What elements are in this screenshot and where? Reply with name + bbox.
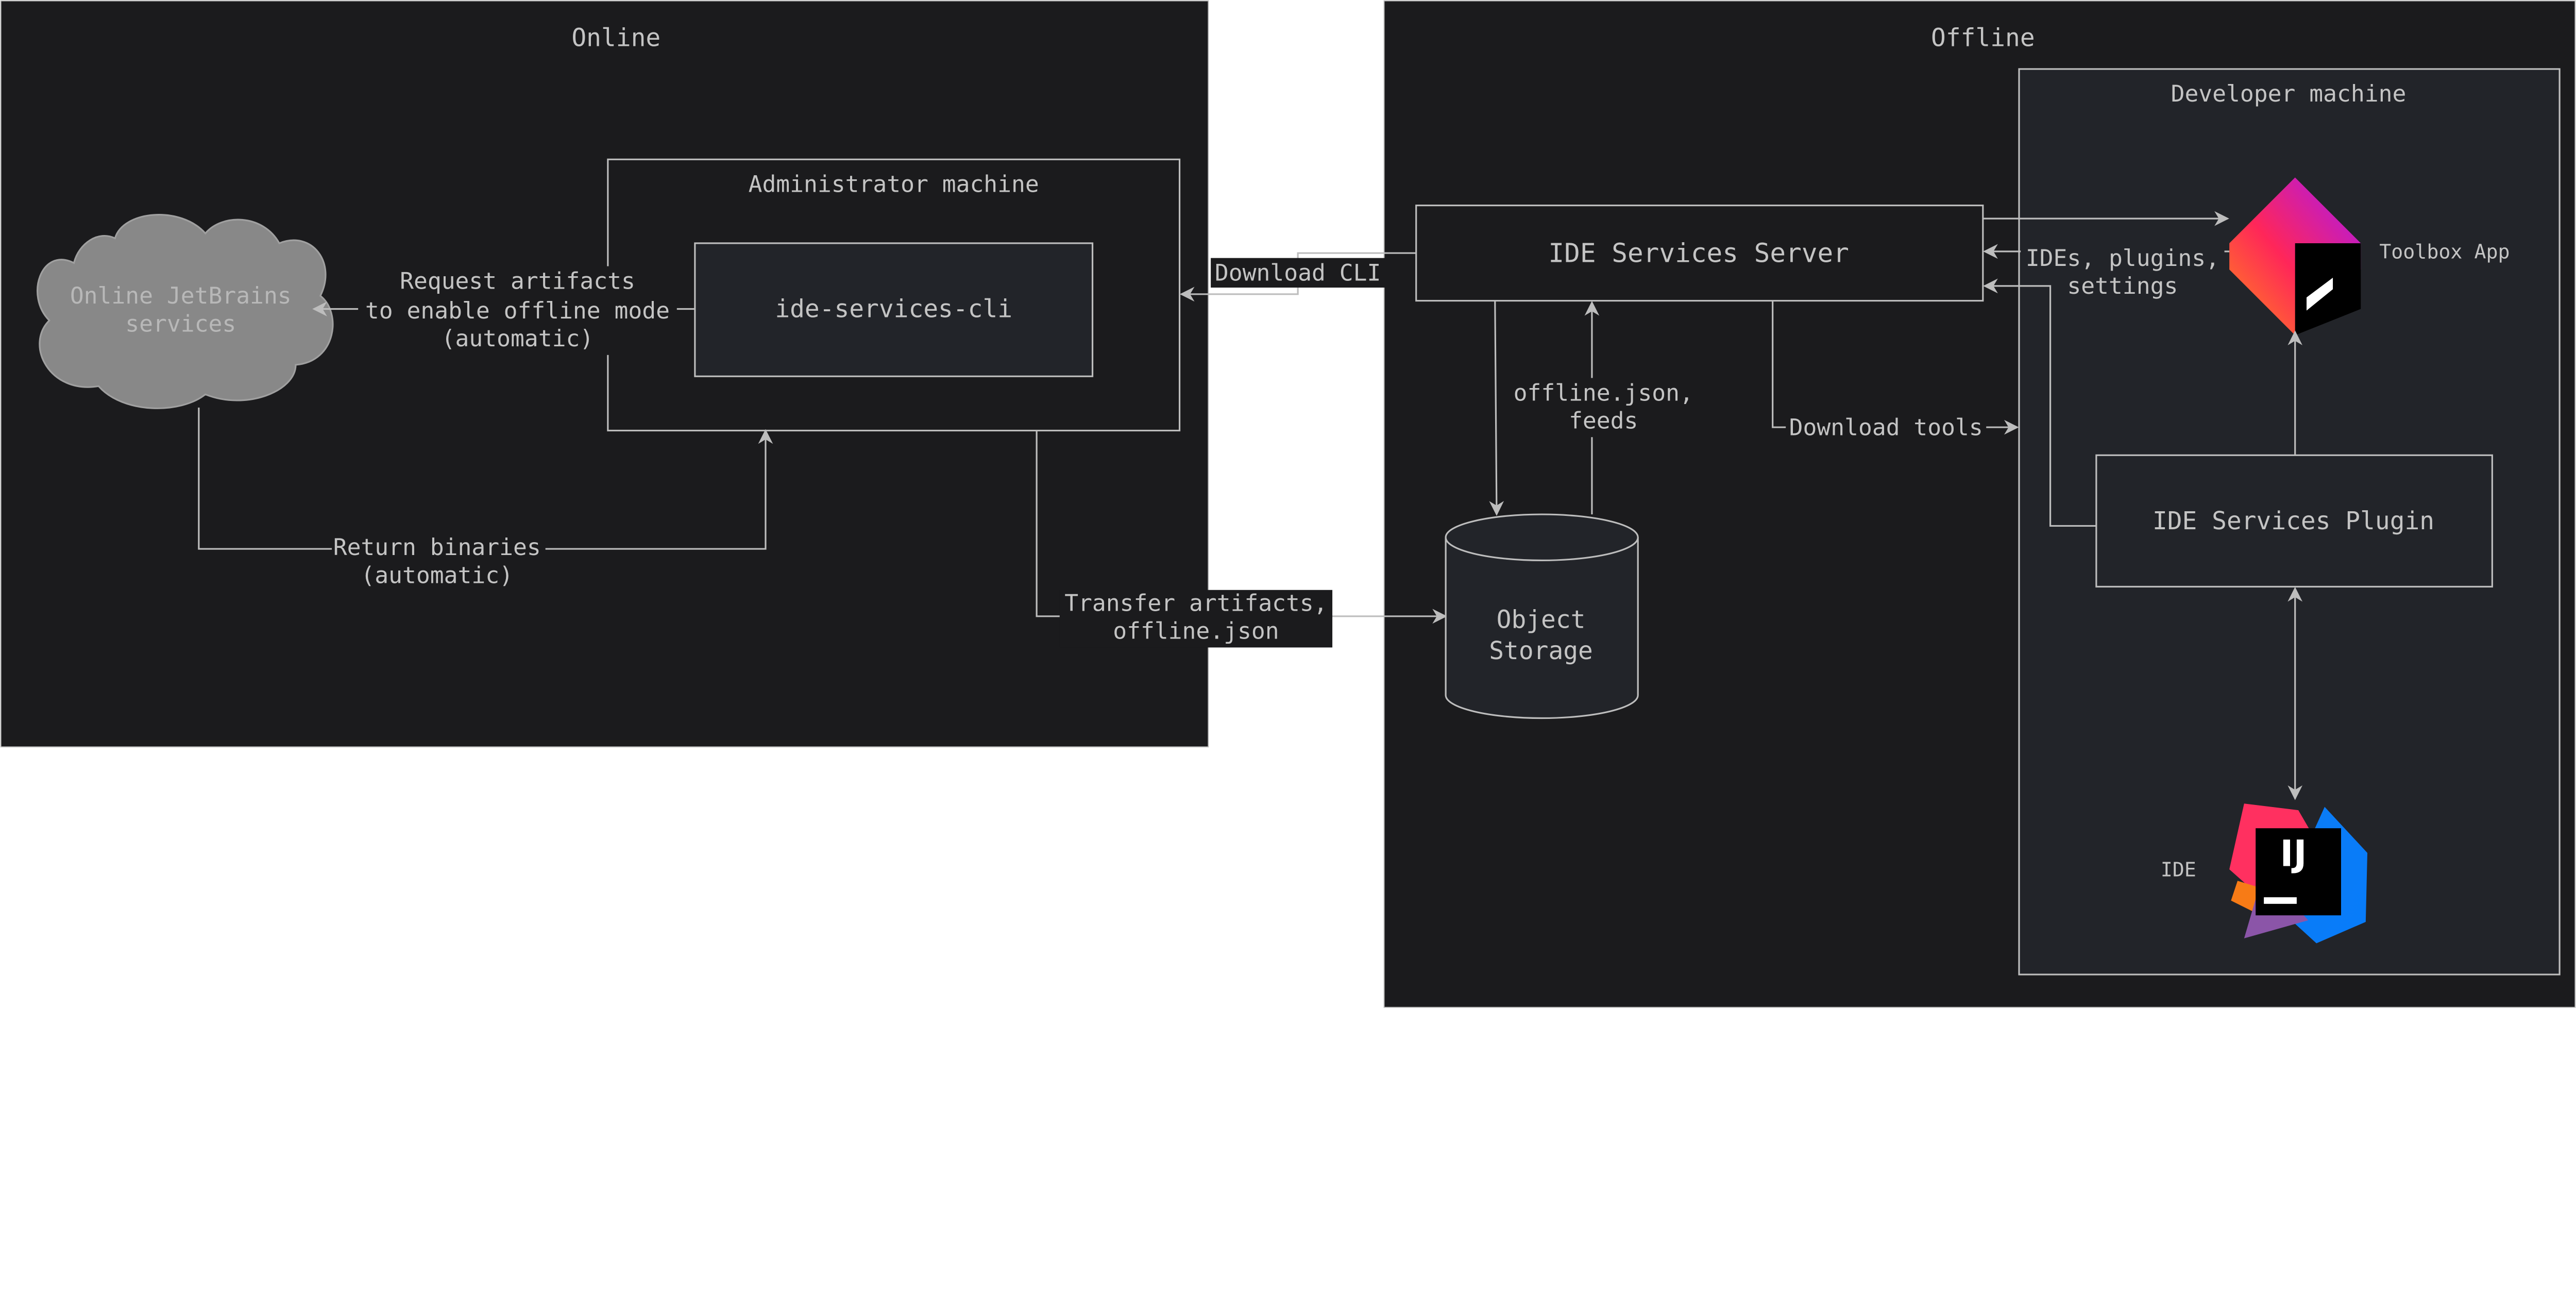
toolbox-app-label: Toolbox App	[2379, 241, 2510, 264]
return-label-line1: Return binaries	[333, 534, 541, 561]
server-toolbox-arrows: IDEs, plugins, settings	[1982, 211, 2230, 301]
return-label-line2: (automatic)	[361, 562, 513, 589]
return-binaries-arrow: Return binaries (automatic)	[198, 407, 773, 592]
ide-label: IDE	[2161, 859, 2196, 882]
offline-title: Offline	[1931, 24, 2035, 53]
online-jetbrains-services-cloud[interactable]: Online JetBrains services	[37, 214, 334, 409]
download-cli-arrow: Download CLI	[1179, 252, 1416, 302]
feeds-label-line2: feeds	[1569, 408, 1638, 434]
request-artifacts-arrow: Request artifacts to enable offline mode…	[312, 266, 695, 355]
online-title: Online	[571, 24, 660, 53]
object-storage[interactable]: Object Storage	[1445, 513, 1639, 719]
cloud-label-line2: services	[125, 310, 236, 337]
plugin-label: IDE Services Plugin	[2153, 507, 2434, 535]
download-cli-label: Download CLI	[1215, 260, 1381, 287]
download-tools-label: Download tools	[1789, 414, 1983, 441]
architecture-diagram: Online Offline Developer machine Adminis…	[0, 0, 2576, 1008]
request-label-line1: Request artifacts	[400, 267, 635, 294]
ides-label-line1: IDEs, plugins,	[2026, 245, 2219, 272]
intellij-logo-text: IJ	[2280, 832, 2307, 875]
cloud-label-line1: Online JetBrains	[70, 282, 292, 309]
intellij-idea-icon[interactable]: IJ	[2229, 803, 2368, 944]
transfer-artifacts-arrow: Transfer artifacts, offline.json	[1036, 430, 1447, 648]
plugin-server-arrow	[1983, 278, 2096, 527]
transfer-label-line2: offline.json	[1113, 618, 1279, 645]
transfer-label-line1: Transfer artifacts,	[1064, 590, 1327, 616]
server-label: IDE Services Server	[1548, 238, 1849, 268]
ides-label-line2: settings	[2067, 273, 2178, 299]
feeds-label-line1: offline.json,	[1514, 379, 1693, 406]
ide-services-cli-label: ide-services-cli	[775, 295, 1012, 324]
storage-label-line2: Storage	[1489, 637, 1593, 665]
storage-label-line1: Object	[1497, 606, 1586, 634]
ide-services-server[interactable]: IDE Services Server	[1415, 205, 1984, 302]
administrator-machine-title: Administrator machine	[749, 171, 1039, 197]
ide-services-plugin[interactable]: IDE Services Plugin	[2095, 454, 2493, 588]
request-label-line3: (automatic)	[442, 325, 594, 352]
administrator-machine: Administrator machine ide-services-cli	[607, 158, 1181, 432]
toolbox-app-icon[interactable]	[2229, 177, 2361, 335]
download-tools-arrow: Download tools	[1772, 300, 2019, 442]
request-label-line2: to enable offline mode	[365, 297, 670, 324]
developer-machine-title: Developer machine	[2171, 80, 2406, 107]
server-storage-arrows: offline.json, feeds	[1489, 300, 1699, 516]
ide-services-cli-box[interactable]	[694, 242, 1094, 377]
